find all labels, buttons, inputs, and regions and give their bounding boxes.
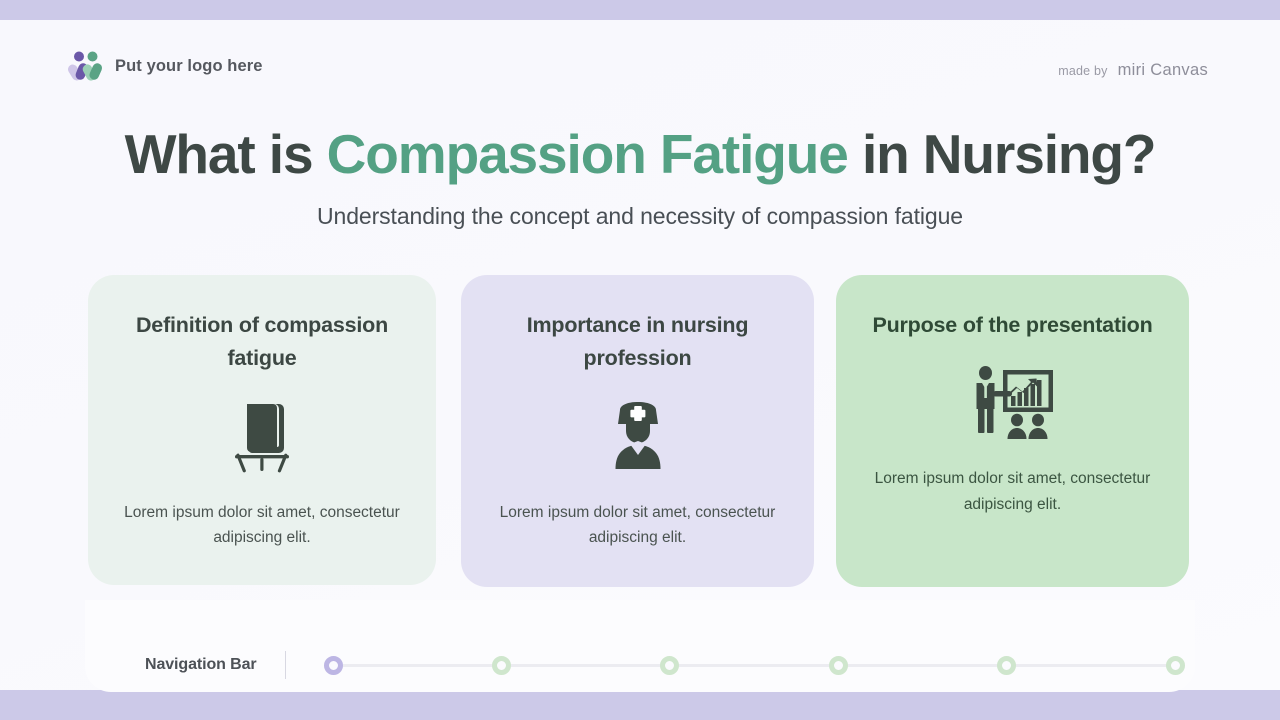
navigation-dots [323, 652, 1195, 678]
book-on-stand-icon [225, 398, 299, 478]
card-title: Definition of compassion fatigue [135, 313, 388, 371]
logo-placeholder[interactable]: Put your logo here [68, 50, 263, 82]
nav-dot-3[interactable] [660, 655, 680, 675]
slide-surface-bottom [85, 600, 1195, 692]
nav-dot-4[interactable] [828, 655, 848, 675]
navigation-track-line [333, 664, 1177, 667]
slide-header: Put your logo here made by miri Canvas [0, 50, 1280, 100]
people-group-logo-icon [68, 50, 104, 82]
nav-dot-6[interactable] [1165, 655, 1185, 675]
card-importance[interactable]: Importance in nursing profession Lorem i… [461, 275, 814, 587]
card-body: Lorem ipsum dolor sit amet, consectetur … [499, 503, 776, 547]
nav-dot-5[interactable] [997, 655, 1017, 675]
nav-dot-2[interactable] [492, 655, 511, 675]
navigation-bar-label: Navigation Bar [145, 656, 257, 673]
card-body: Lorem ipsum dolor sit amet, consectetur … [124, 503, 400, 547]
made-by-label: made by [1058, 63, 1108, 78]
navigation-divider [284, 651, 286, 679]
page-title-accent: Compassion Fatigue [326, 123, 849, 185]
page-subtitle: Understanding the concept and necessity … [317, 203, 963, 229]
card-title: Importance in nursing profession [526, 313, 749, 371]
miricanvas-brand-logo: miri Canvas [1117, 61, 1208, 79]
page-title-part-2: in Nursing? [847, 123, 1157, 185]
page-title-part-1: What is [124, 123, 327, 185]
logo-text: Put your logo here [115, 56, 263, 75]
page-title: What is Compassion Fatigue in Nursing? [0, 122, 1280, 186]
presenter-with-chart-icon [969, 364, 1057, 444]
card-title: Purpose of the presentation [872, 313, 1153, 337]
made-by-attribution: made by miri Canvas [1058, 61, 1208, 80]
card-body: Lorem ipsum dolor sit amet, consectetur … [874, 470, 1151, 513]
card-purpose[interactable]: Purpose of the presentation [836, 275, 1189, 587]
nurse-icon [600, 398, 676, 478]
card-definition[interactable]: Definition of compassion fatigue Lorem i… [88, 275, 436, 585]
navigation-bar: Navigation Bar [85, 640, 1195, 690]
nav-dot-1[interactable] [323, 655, 343, 675]
